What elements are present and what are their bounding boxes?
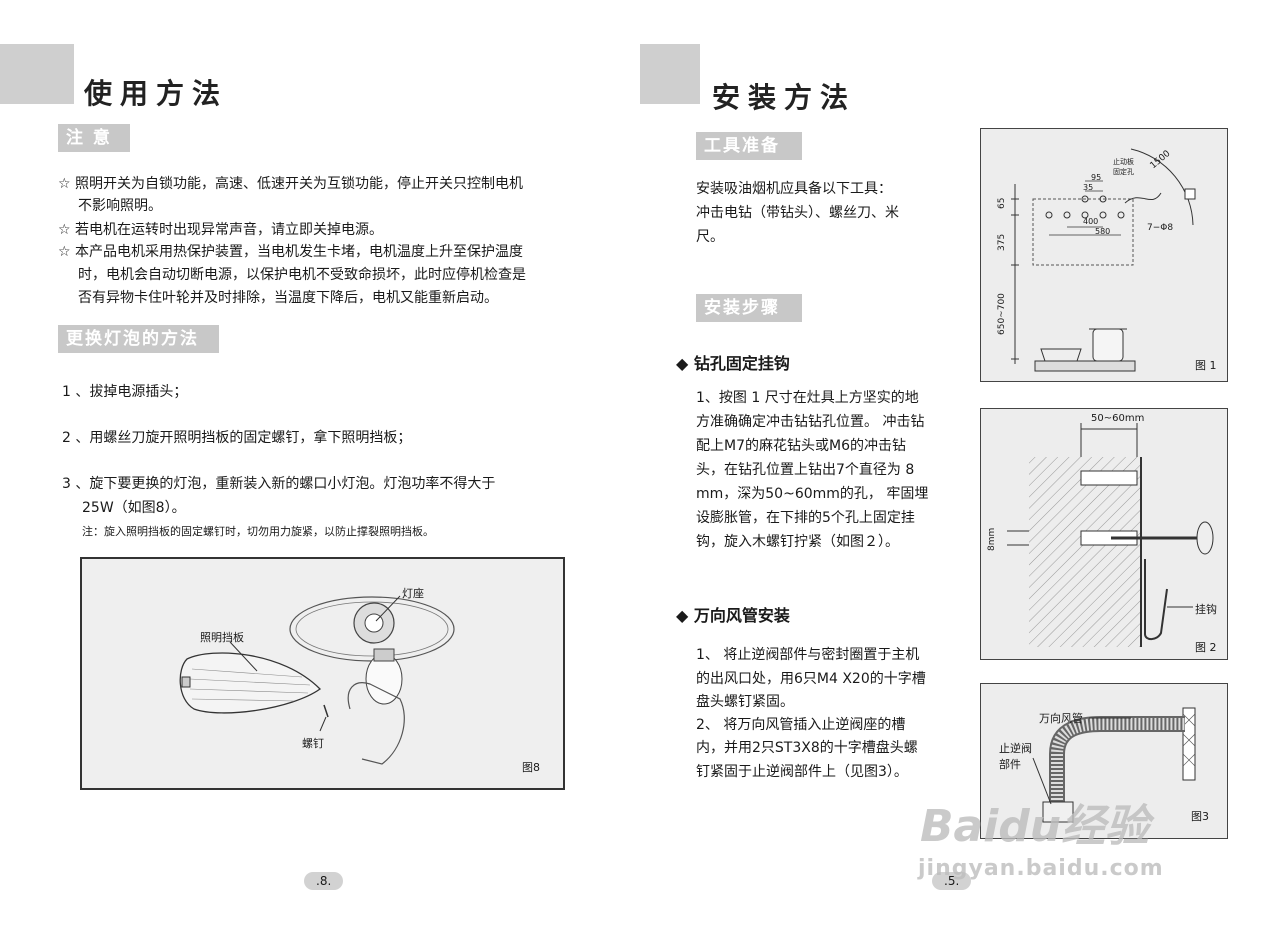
figure-8: 灯座 照明挡板 螺钉 图8 [80, 557, 565, 790]
tools-line-3: 尺。 [696, 229, 724, 245]
watermark-url: jingyan.baidu.com [918, 856, 1164, 881]
fig1-caption: 图 1 [1195, 359, 1217, 372]
fig8-caption: 图8 [522, 761, 540, 774]
drill-line-4: 头，在钻孔位置上钻出7个直径为 8 [696, 462, 915, 478]
left-page-title: 使用方法 [84, 77, 229, 110]
figure-2-drawing [1007, 423, 1214, 647]
figure-1: 止动板 固定孔 1500 95 35 400 580 7−Φ8 65 375 6… [980, 128, 1228, 382]
fig1-dim-580: 580 [1095, 227, 1111, 236]
fig1-dim-35: 35 [1083, 183, 1094, 192]
fig2-dim-8mm: 8mm [987, 527, 997, 551]
fig1-dim-400: 400 [1083, 217, 1099, 226]
notice-line-1: ☆ 照明开关为自锁功能，高速、低速开关为互锁功能，停止开关只控制电机 [58, 176, 523, 192]
left-title-block [0, 44, 74, 104]
fig8-label-screw: 螺钉 [302, 737, 324, 750]
figure-1-drawing [1011, 148, 1196, 372]
right-page-number: .5. [932, 872, 972, 890]
figure-2: 50~60mm 8mm 挂钩 图 2 [980, 408, 1228, 660]
fig3-label-valve-2: 部件 [999, 758, 1021, 771]
fig2-label-hook: 挂钩 [1195, 603, 1217, 616]
drill-line-7: 钩，旋入木螺钉拧紧（如图２）。 [696, 534, 899, 550]
drill-line-6: 设膨胀管，在下排的5个孔上固定挂 [696, 510, 915, 526]
drill-heading: ◆ 钻孔固定挂钩 [676, 354, 790, 373]
drill-line-3: 配上M7的麻花钻头或M6的冲击钻 [696, 438, 906, 454]
right-title-block [640, 44, 700, 104]
left-page-number: .8. [304, 872, 344, 890]
fig3-caption: 图3 [1191, 810, 1209, 823]
watermark-brand: Baidu经验 [920, 801, 1150, 852]
tools-line-1: 安装吸油烟机应具备以下工具： [696, 181, 892, 197]
fig1-dim-375: 375 [997, 233, 1007, 251]
fig1-label-stopboard: 止动板 [1113, 158, 1134, 166]
notice-line-5: 时，电机会自动切断电源，以保护电机不受致命损坏，此时应停机检查是 [78, 267, 526, 283]
fig3-label-duct: 万向风管 [1039, 712, 1083, 725]
right-page-title: 安装方法 [712, 81, 857, 114]
tools-tab: 工具准备 [696, 132, 802, 160]
notice-tab: 注 意 [58, 124, 130, 152]
notice-line-3: ☆ 若电机在运转时出现异常声音，请立即关掉电源。 [58, 222, 383, 238]
drill-line-2: 方准确确定冲击钻钻孔位置。 冲击钻 [696, 414, 925, 430]
fig1-dim-65: 65 [997, 197, 1007, 209]
duct-line-2: 的出风口处，用6只M4 X20的十字槽 [696, 671, 926, 687]
fig2-dim-depth: 50~60mm [1091, 413, 1145, 424]
duct-line-1: 1、 将止逆阀部件与密封圈置于主机 [696, 647, 920, 663]
fig8-label-lampholder: 灯座 [402, 587, 424, 600]
bulb-step-3-cont: 25W（如图8）。 [82, 500, 186, 516]
bulb-step-3: 3 、旋下要更换的灯泡，重新装入新的螺口小灯泡。灯泡功率不得大于 [62, 476, 496, 492]
fig1-label-fixhole: 固定孔 [1113, 168, 1134, 176]
duct-line-6: 钉紧固于止逆阀部件上（见图3）。 [696, 764, 908, 780]
fig3-label-valve-1: 止逆阀 [999, 742, 1032, 755]
bulb-step-1: 1 、拔掉电源插头； [62, 384, 188, 400]
duct-line-5: 内，并用2只ST3X8的十字槽盘头螺 [696, 740, 918, 756]
notice-line-6: 否有异物卡住叶轮并及时排除，当温度下降后，电机又能重新启动。 [78, 290, 498, 306]
figure-8-drawing [179, 595, 455, 765]
notice-line-2: 不影响照明。 [78, 198, 162, 214]
figure-3-drawing [1032, 707, 1196, 823]
bulb-note: 注：旋入照明挡板的固定螺钉时，切勿用力旋紧，以防止撑裂照明挡板。 [82, 525, 434, 538]
install-steps-tab: 安装步骤 [696, 294, 802, 322]
figure-3: 万向风管 止逆阀 部件 图3 [980, 683, 1228, 839]
drill-line-1: 1、按图 1 尺寸在灶具上方坚实的地 [696, 390, 919, 406]
fig1-dim-650-700: 650~700 [997, 293, 1007, 335]
tools-line-2: 冲击电钻（带钻头）、螺丝刀、米 [696, 205, 899, 221]
notice-line-4: ☆ 本产品电机采用热保护装置，当电机发生卡堵，电机温度上升至保护温度 [58, 244, 523, 260]
bulb-replace-tab: 更换灯泡的方法 [58, 325, 219, 353]
bulb-step-2: 2 、用螺丝刀旋开照明挡板的固定螺钉，拿下照明挡板； [62, 430, 412, 446]
fig2-caption: 图 2 [1195, 641, 1217, 654]
duct-heading: ◆ 万向风管安装 [676, 606, 790, 625]
duct-line-4: 2、 将万向风管插入止逆阀座的槽 [696, 717, 906, 733]
duct-line-3: 盘头螺钉紧固。 [696, 694, 794, 710]
fig1-dim-holes: 7−Φ8 [1147, 223, 1174, 233]
fig1-dim-95: 95 [1091, 173, 1102, 182]
drill-line-5: mm，深为50~60mm的孔， 牢固埋 [696, 486, 929, 502]
fig8-label-shade: 照明挡板 [200, 631, 244, 644]
